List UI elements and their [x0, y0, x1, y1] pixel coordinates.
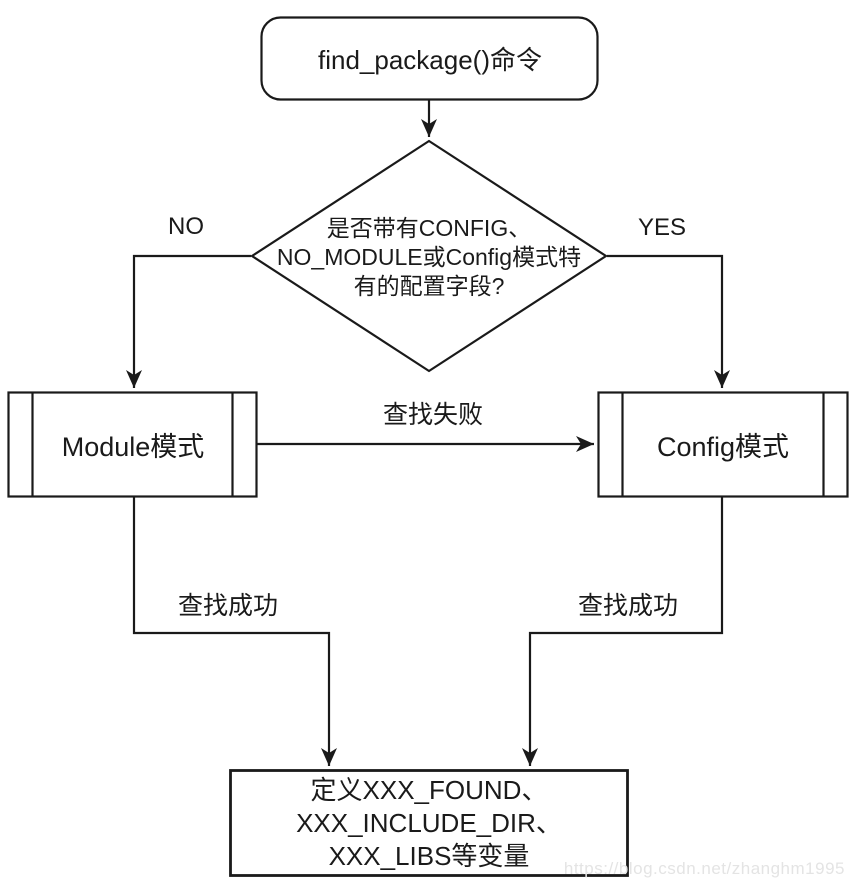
result-line-2: XXX_INCLUDE_DIR、	[296, 807, 562, 838]
module-node-label: Module模式	[61, 432, 205, 462]
decision-line-1: 是否带有CONFIG、	[326, 214, 532, 241]
edge-module-success-to-result	[132, 497, 337, 766]
edge-label-config-success: 查找成功	[577, 592, 678, 620]
start-node-shape	[260, 16, 599, 101]
start-node-label: find_package()命令	[318, 45, 542, 75]
result-node-shape	[229, 769, 629, 877]
edge-label-no: NO	[168, 213, 204, 240]
edge-label-module-success: 查找成功	[177, 592, 278, 620]
edge-label-find-fail: 查找失败	[382, 401, 483, 429]
decision-line-2: NO_MODULE或Config模式特	[276, 243, 582, 270]
result-line-1: 定义XXX_FOUND、	[310, 774, 548, 805]
edge-decision-yes-to-config	[607, 254, 730, 388]
decision-line-3: 有的配置字段?	[353, 272, 505, 299]
config-node-shape	[597, 391, 849, 498]
watermark-url: https://blog.csdn.net/zhanghm1995	[563, 859, 845, 878]
config-node-label: Config模式	[656, 432, 790, 462]
module-node-shape	[7, 391, 258, 498]
decision-node-shape	[249, 139, 609, 373]
result-node-label: 定义XXX_FOUND、 XXX_INCLUDE_DIR、 XXX_LIBS等变…	[230, 771, 628, 875]
edge-config-success-to-result	[522, 497, 724, 766]
edge-label-yes: YES	[637, 214, 687, 241]
result-line-3: XXX_LIBS等变量	[328, 840, 530, 871]
edge-decision-no-to-module	[126, 254, 251, 388]
decision-node-label: 是否带有CONFIG、 NO_MODULE或Config模式特 有的配置字段?	[249, 211, 609, 303]
